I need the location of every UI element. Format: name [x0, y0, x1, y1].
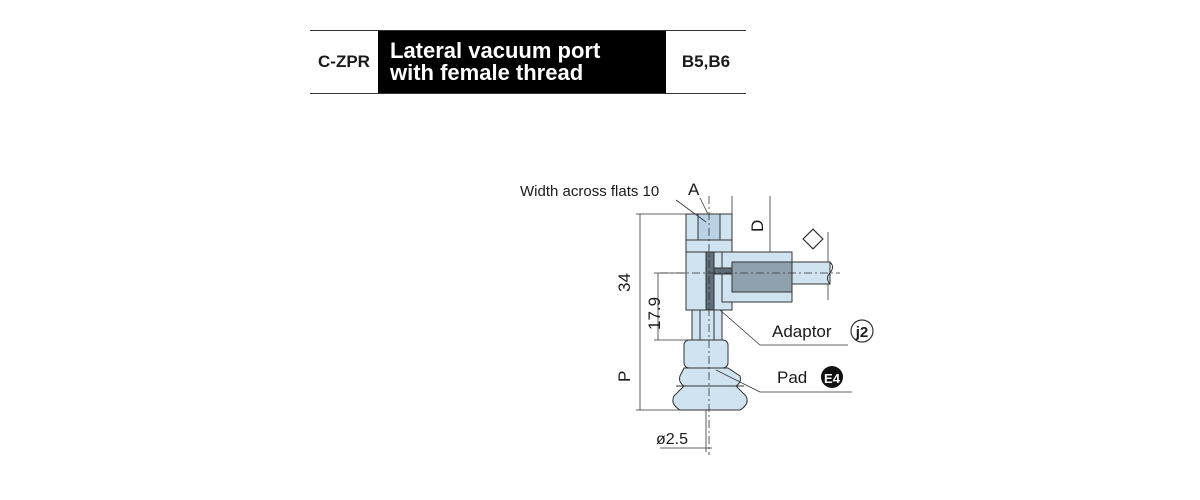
pad-label: Pad	[777, 368, 807, 387]
adaptor-label: Adaptor	[772, 322, 832, 341]
product-header: C-ZPR Lateral vacuum port with female th…	[310, 30, 746, 94]
product-variant: B5,B6	[681, 52, 731, 71]
internal-passage	[705, 251, 715, 313]
vacuum-pad-assembly	[672, 213, 833, 411]
adaptor-code-badge	[850, 319, 874, 343]
dimension-17-9-label: 17.9	[645, 297, 664, 330]
product-title-line1: Lateral vacuum port	[390, 38, 601, 63]
diamond-symbol	[802, 228, 824, 250]
diameter-2-5-label: ø2.5	[656, 431, 688, 448]
dimension-d-label: D	[748, 220, 767, 232]
dimension-p-label: P	[615, 371, 634, 382]
adaptor-code: j2	[855, 324, 869, 341]
pad-collar	[683, 339, 729, 369]
product-title-line2: with female thread	[390, 60, 584, 85]
tube-break	[827, 261, 833, 285]
dimension-lines	[636, 196, 852, 452]
width-across-flats-label: Width across flats 10	[520, 183, 659, 200]
pad-code-badge	[821, 366, 843, 388]
product-code: C-ZPR	[318, 52, 370, 71]
pad-code: E4	[824, 371, 841, 386]
adaptor-stem	[691, 309, 723, 341]
product-title: Lateral vacuum port with female thread	[378, 31, 666, 93]
pad-bellows	[672, 367, 748, 411]
lateral-port-inner	[731, 261, 793, 293]
dimension-a-label: A	[688, 180, 700, 199]
dimension-34-label: 34	[615, 273, 634, 292]
